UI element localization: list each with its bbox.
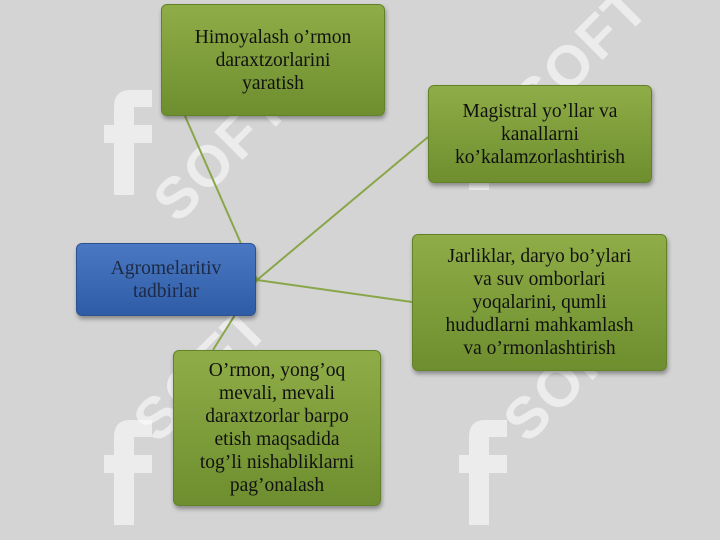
- watermark-logo-icon: [104, 420, 152, 525]
- node-ormon: O’rmon, yong’oq mevali, mevali daraxtzor…: [173, 350, 381, 506]
- center-node-label: Agromelaritiv tadbirlar: [110, 257, 222, 302]
- connector-n2: [256, 136, 429, 281]
- node-jarliklar: Jarliklar, daryo bo’ylari va suv omborla…: [412, 234, 667, 371]
- watermark-logo-icon: [459, 420, 507, 525]
- node-ormon-label: O’rmon, yong’oq mevali, mevali daraxtzor…: [199, 360, 355, 496]
- node-magistral-label: Magistral yo’llar va kanallarni ko’kalam…: [454, 100, 626, 168]
- node-himoyalash-label: Himoyalash o’rmon daraxtzorlarini yarati…: [194, 26, 352, 94]
- connector-n3: [256, 279, 413, 303]
- watermark-logo-icon: [104, 90, 152, 195]
- node-jarliklar-label: Jarliklar, daryo bo’ylari va suv omborla…: [445, 246, 634, 359]
- node-magistral: Magistral yo’llar va kanallarni ko’kalam…: [428, 85, 652, 183]
- node-himoyalash: Himoyalash o’rmon daraxtzorlarini yarati…: [161, 4, 385, 116]
- center-node: Agromelaritiv tadbirlar: [76, 243, 256, 316]
